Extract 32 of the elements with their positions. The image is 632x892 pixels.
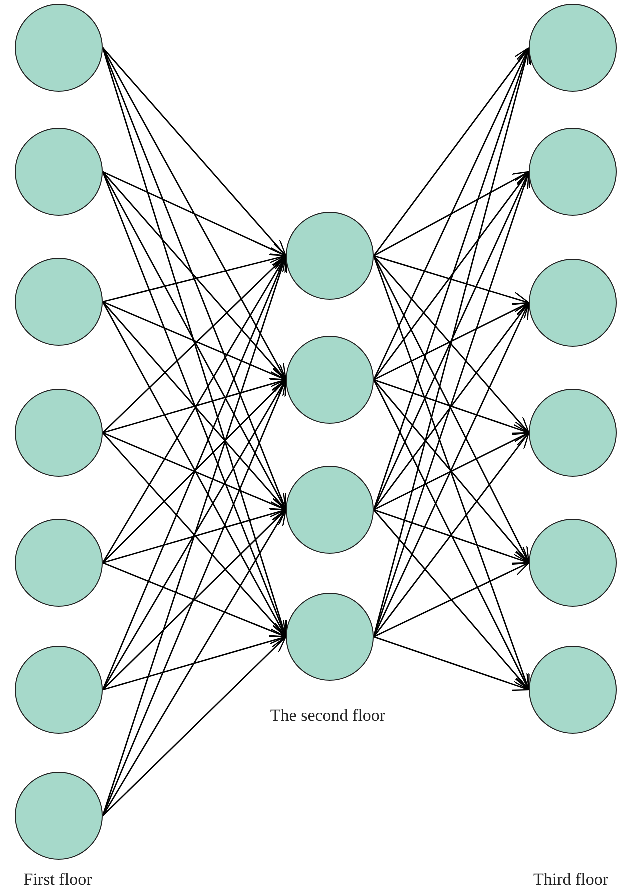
arrow bbox=[102, 509, 287, 690]
arrow bbox=[374, 302, 530, 381]
layer-label: First floor bbox=[24, 870, 92, 890]
layer-label: Third floor bbox=[533, 870, 609, 890]
arrow bbox=[374, 171, 530, 257]
arrow bbox=[373, 380, 530, 564]
arrow bbox=[374, 432, 530, 511]
arrow bbox=[373, 510, 530, 691]
arrow bbox=[374, 636, 530, 692]
arrow bbox=[373, 47, 530, 510]
arrow bbox=[102, 562, 287, 638]
arrow bbox=[373, 47, 530, 256]
arrow bbox=[102, 432, 287, 511]
arrow bbox=[373, 47, 530, 380]
arrow bbox=[374, 255, 530, 305]
layer-label: The second floor bbox=[270, 706, 386, 726]
arrow bbox=[374, 509, 530, 564]
arrow bbox=[102, 172, 287, 381]
arrow bbox=[373, 432, 530, 638]
arrow bbox=[374, 379, 530, 434]
arrow bbox=[373, 302, 530, 510]
arrow bbox=[102, 636, 287, 816]
arrow bbox=[102, 378, 287, 434]
arrow bbox=[102, 302, 287, 511]
arrow bbox=[374, 562, 530, 638]
arrow bbox=[102, 379, 287, 564]
arrow bbox=[102, 253, 287, 303]
arrow bbox=[102, 171, 287, 257]
arrow bbox=[102, 48, 287, 257]
arrow bbox=[102, 301, 287, 381]
arrow bbox=[102, 509, 287, 816]
arrow bbox=[373, 256, 530, 434]
